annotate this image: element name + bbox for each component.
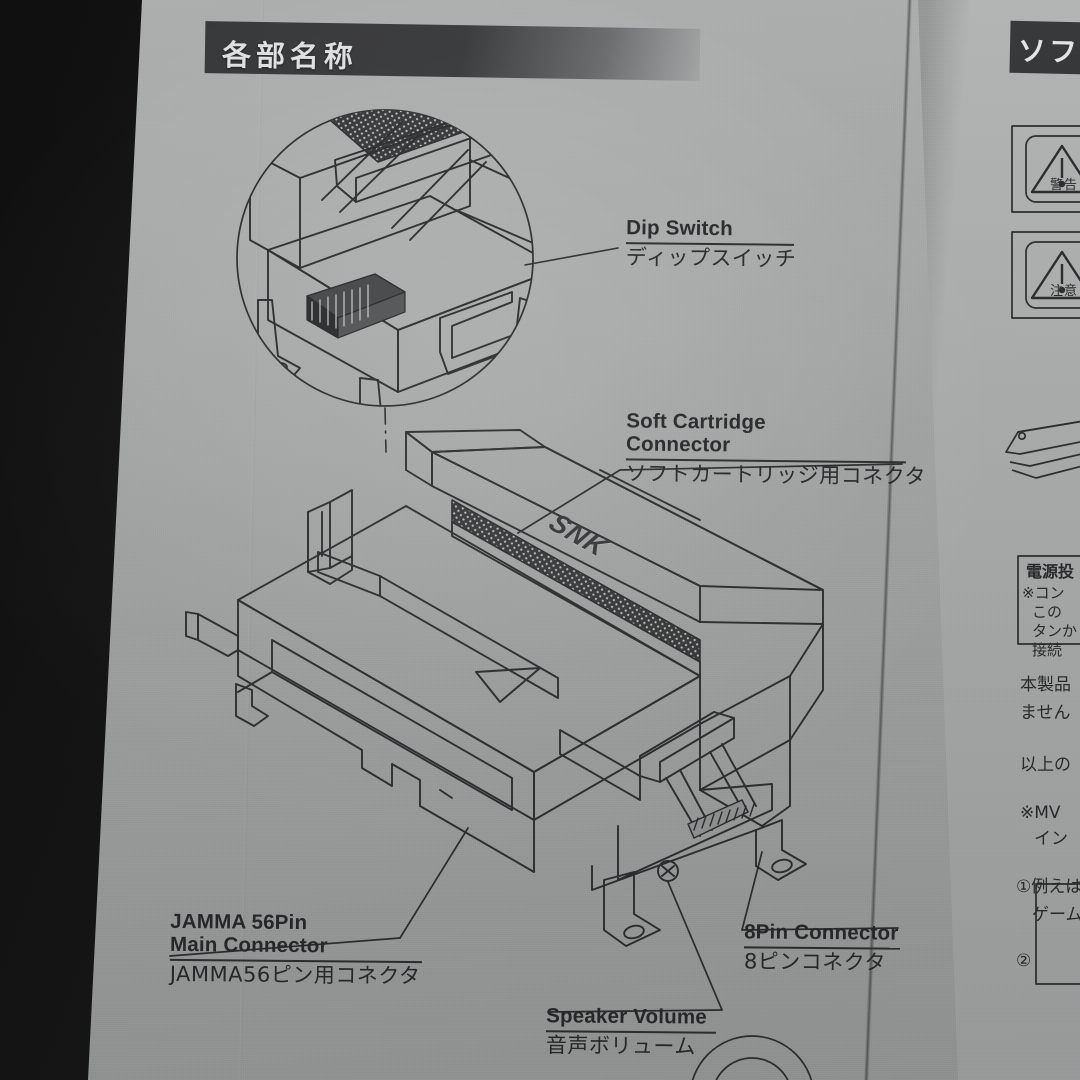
paper-grain [88, 0, 975, 1080]
speaker-volume-pot [657, 860, 679, 882]
magnified-dip-switch-detail [236, 109, 619, 453]
caution-icon-label: 注意 [1050, 284, 1079, 299]
right-text-fragment-2: この [1032, 603, 1063, 621]
right-text-fragment-7: 以上の [1020, 755, 1071, 775]
right-text-fragment-5: 本製品 [1020, 675, 1071, 695]
right-text-fragment-3: タンか [1032, 622, 1078, 640]
mvs-board-drawing [185, 429, 824, 947]
right-text-fragment-11: ゲーム [1032, 905, 1080, 925]
right-text-fragment-6: ません [1020, 703, 1071, 723]
right-text-fragment-12: ② [1016, 951, 1032, 971]
right-text-fragment-8: ※MV [1020, 803, 1061, 823]
right-text-fragment-0: 電源投 [1026, 562, 1075, 581]
warning-icon-label: 警告 [1050, 178, 1079, 193]
right-text-fragment-9: イン [1034, 829, 1068, 849]
label-leader-lines [169, 463, 903, 1080]
right-text-fragment-10: ①例えは [1016, 877, 1080, 897]
paper-shading [88, 0, 975, 1080]
eight-pin-connector-detail [617, 783, 773, 882]
left-manual-page [88, 0, 975, 1080]
right-text-fragment-1: ※コン [1022, 584, 1065, 602]
right-text-fragment-4: 接続 [1032, 641, 1063, 659]
